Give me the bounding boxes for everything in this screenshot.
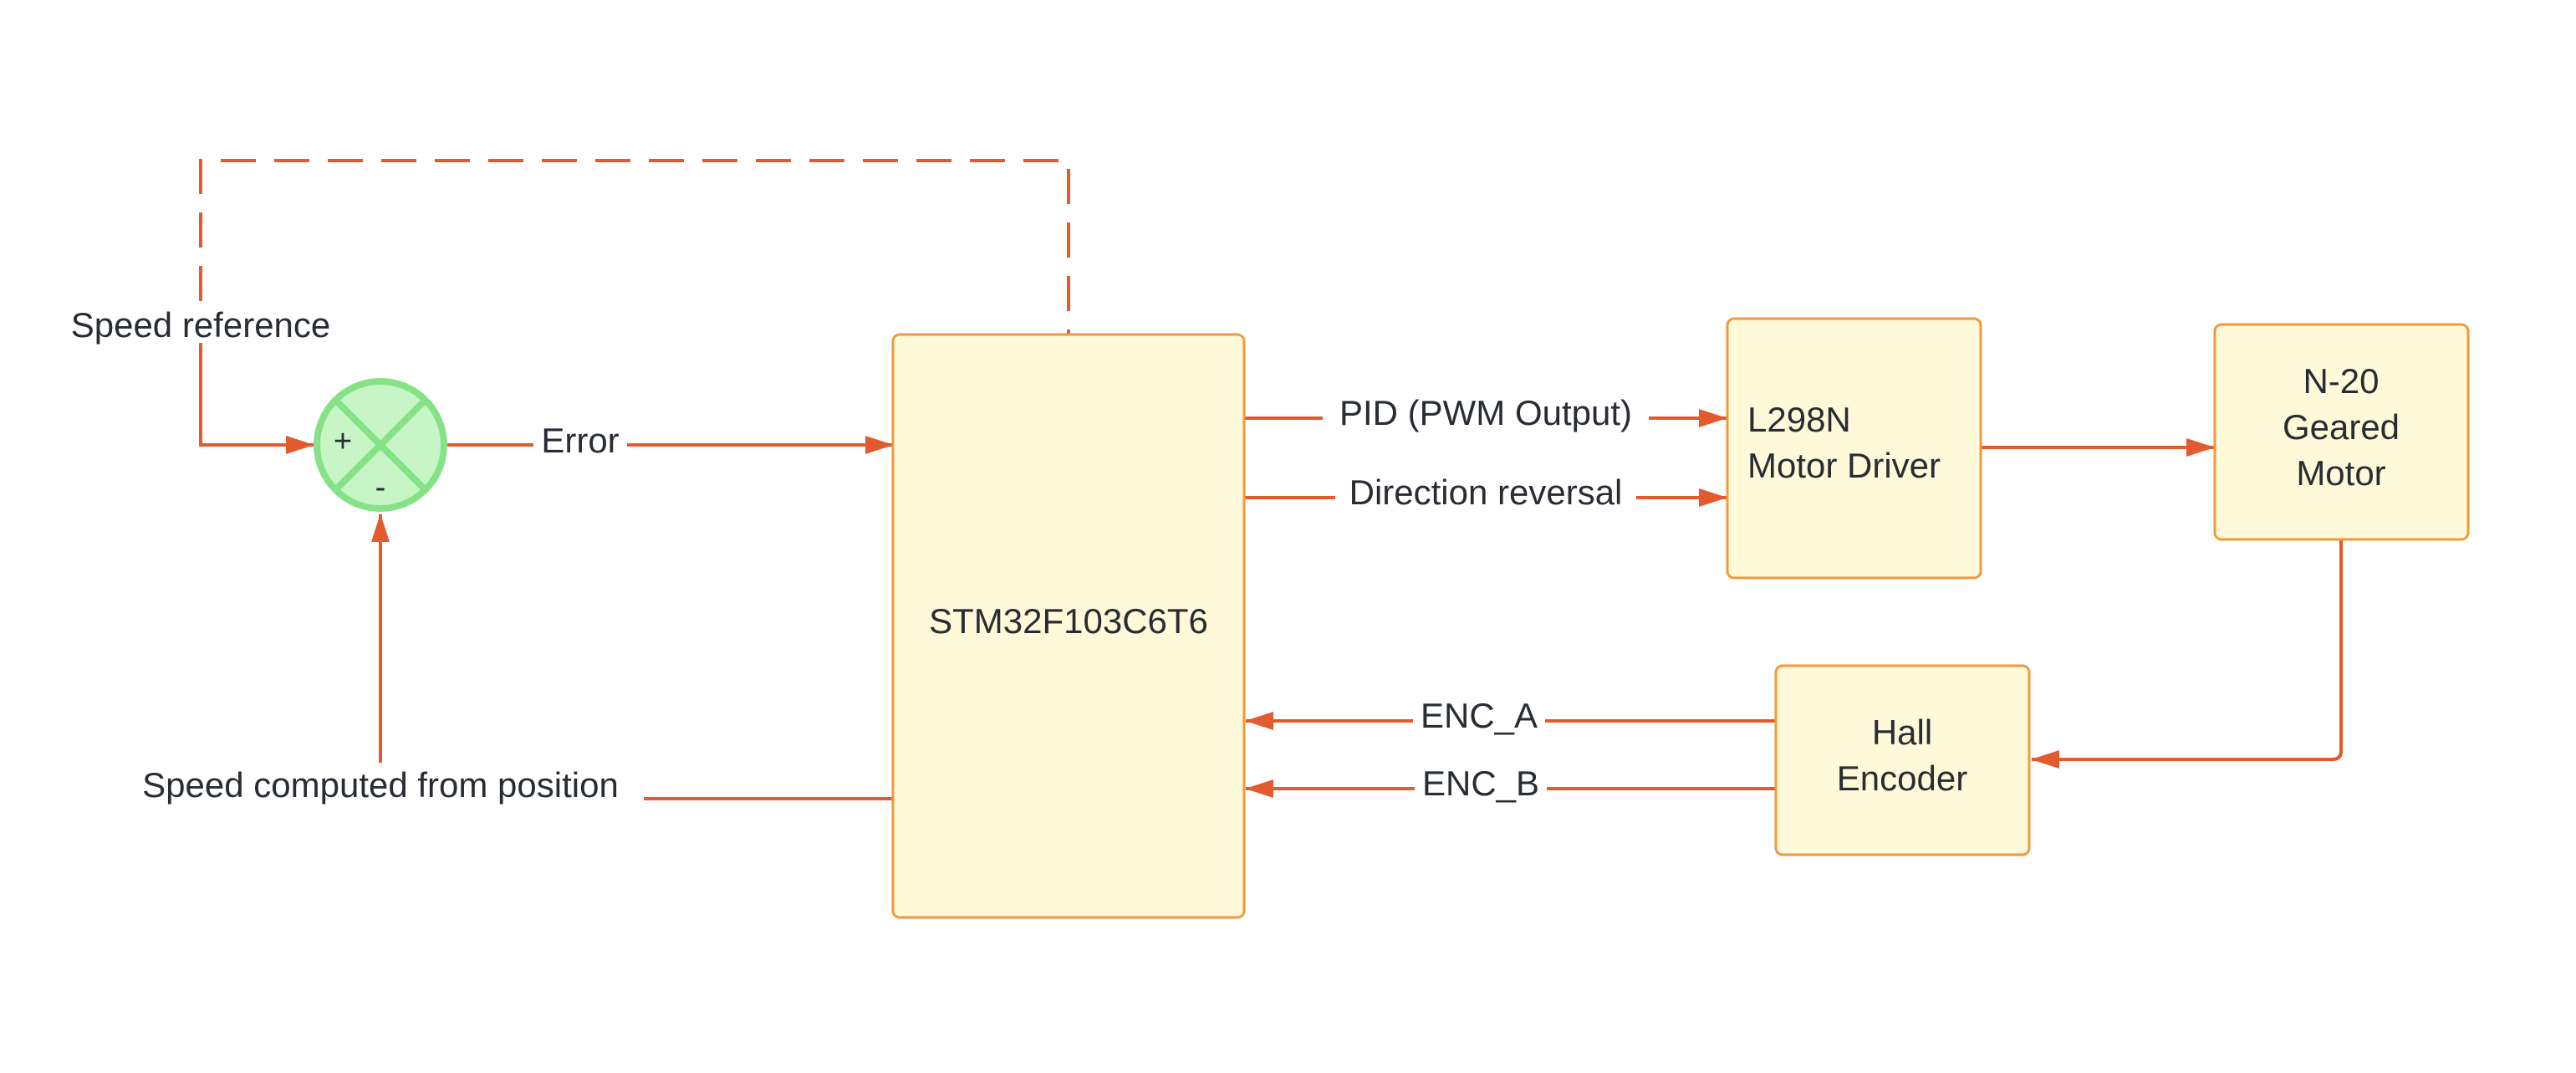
motor-to-encoder-arrow bbox=[2031, 539, 2343, 769]
enc-b-label: ENC_B bbox=[1422, 764, 1539, 803]
pid-pwm-label: PID (PWM Output) bbox=[1339, 393, 1632, 432]
speed-feedback-label: Speed computed from position bbox=[142, 765, 619, 805]
direction-reversal-label: Direction reversal bbox=[1349, 473, 1623, 512]
error-label: Error bbox=[541, 421, 619, 460]
motor-label-line1: N-20 bbox=[2303, 361, 2379, 401]
motor-label-line2: Geared bbox=[2283, 407, 2400, 447]
enc-a-label: ENC_A bbox=[1421, 696, 1538, 735]
driver-label-line2: Motor Driver bbox=[1747, 446, 1941, 485]
motor-driver-block bbox=[1726, 317, 1982, 580]
motor-label-line3: Motor bbox=[2296, 453, 2385, 493]
encoder-label-line1: Hall bbox=[1872, 713, 1932, 752]
mcu-label: STM32F103C6T6 bbox=[929, 601, 1208, 641]
motor-block bbox=[2213, 323, 2470, 541]
driver-label-line1: L298N bbox=[1747, 400, 1851, 439]
summing-minus-sign: - bbox=[375, 470, 386, 505]
mcu-block bbox=[891, 333, 1246, 919]
reference-to-sum-arrow bbox=[199, 343, 314, 454]
summing-junction: + - bbox=[314, 378, 447, 512]
speed-reference-label: Speed reference bbox=[71, 305, 331, 345]
encoder-label-line2: Encoder bbox=[1837, 759, 1967, 798]
dashed-reference-link bbox=[199, 159, 1070, 335]
summing-plus-sign: + bbox=[334, 424, 352, 459]
hall-encoder-block bbox=[1774, 664, 2031, 856]
